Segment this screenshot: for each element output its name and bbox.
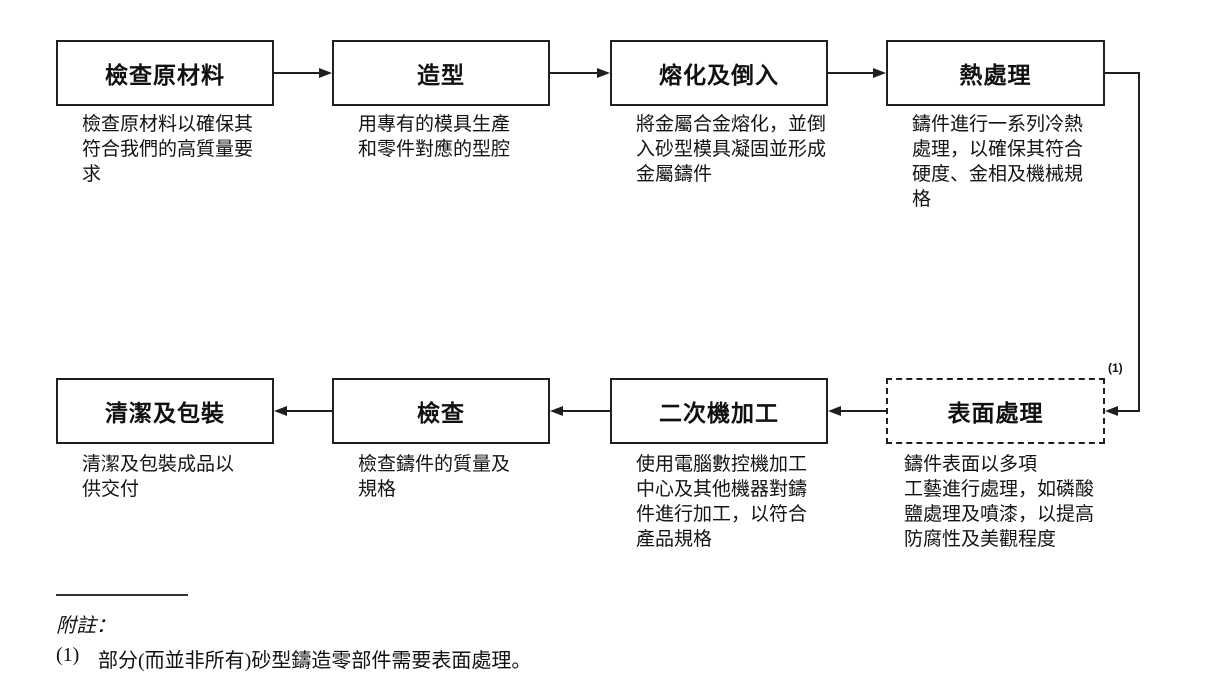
arrow-inspection-to-cleaning bbox=[284, 410, 332, 412]
box-title: 檢查 bbox=[417, 400, 465, 426]
process-box-cleaning-packaging: 清潔及包裝 bbox=[56, 378, 274, 444]
surface-treatment-footnote-marker: (1) bbox=[1108, 361, 1123, 375]
box-description: 檢查鑄件的質量及 規格 bbox=[358, 454, 511, 500]
note-item-text: 部分(而並非所有)砂型鑄造零部件需要表面處理。 bbox=[98, 650, 532, 672]
arrow-surface-to-machining bbox=[838, 410, 886, 412]
box-title: 造型 bbox=[417, 62, 465, 88]
box-title: 二次機加工 bbox=[659, 400, 779, 426]
arrowhead-left-icon bbox=[550, 406, 563, 416]
box-title: 清潔及包裝 bbox=[105, 400, 225, 426]
arrowhead-right-icon bbox=[597, 68, 610, 78]
box-description: 鑄件表面以多項 工藝進行處理，如磷酸 鹽處理及噴漆，以提高 防腐性及美觀程度 bbox=[904, 454, 1095, 550]
process-box-melting-pouring: 熔化及倒入 bbox=[610, 40, 828, 106]
note-item-marker: (1) bbox=[56, 644, 80, 666]
connector-heat-to-surface-bottom bbox=[1116, 410, 1140, 412]
box-title: 熱處理 bbox=[959, 62, 1032, 88]
box-description: 清潔及包裝成品以 供交付 bbox=[82, 454, 235, 500]
connector-heat-to-surface-vertical bbox=[1138, 72, 1140, 412]
note-divider bbox=[56, 594, 188, 596]
arrow-inspect-to-molding bbox=[274, 72, 322, 74]
process-box-surface-treatment: 表面處理 bbox=[886, 378, 1105, 444]
box-title: 檢查原材料 bbox=[105, 62, 225, 88]
box-title: 熔化及倒入 bbox=[659, 62, 779, 88]
arrow-melting-to-heat bbox=[828, 72, 874, 74]
box-description: 鑄件進行一系列冷熱 處理，以確保其符合 硬度、金相及機械規 格 bbox=[912, 114, 1084, 210]
arrowhead-right-icon bbox=[319, 68, 332, 78]
arrow-molding-to-melting bbox=[550, 72, 598, 74]
arrowhead-right-icon bbox=[873, 68, 886, 78]
note-item: (1) 部分(而並非所有)砂型鑄造零部件需要表面處理。 bbox=[56, 644, 531, 673]
connector-heat-to-surface-top bbox=[1105, 72, 1140, 74]
box-description: 用專有的模具生產 和零件對應的型腔 bbox=[358, 114, 511, 160]
note-label: 附註： bbox=[56, 615, 116, 637]
process-box-inspection: 檢查 bbox=[332, 378, 550, 444]
box-description: 檢查原材料以確保其 符合我們的高質量要 求 bbox=[82, 114, 254, 185]
arrowhead-left-icon bbox=[828, 406, 841, 416]
process-box-inspect-raw-materials: 檢查原材料 bbox=[56, 40, 274, 106]
box-title: 表面處理 bbox=[947, 400, 1044, 426]
box-description: 將金屬合金熔化，並倒 入砂型模具凝固並形成 金屬鑄件 bbox=[636, 114, 827, 185]
box-description: 使用電腦數控機加工 中心及其他機器對鑄 件進行加工，以符合 產品規格 bbox=[636, 454, 808, 550]
process-box-secondary-machining: 二次機加工 bbox=[610, 378, 828, 444]
arrow-machining-to-inspection bbox=[560, 410, 610, 412]
process-box-heat-treatment: 熱處理 bbox=[886, 40, 1105, 106]
arrowhead-left-icon bbox=[274, 406, 287, 416]
process-box-molding: 造型 bbox=[332, 40, 550, 106]
arrowhead-left-icon bbox=[1105, 406, 1118, 416]
